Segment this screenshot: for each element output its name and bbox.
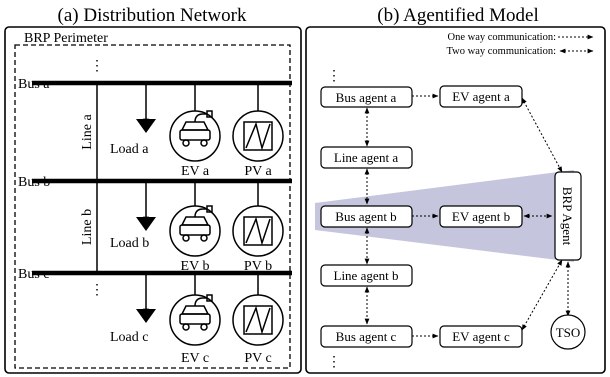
- line-agent-b-box: [320, 264, 413, 287]
- ev-charger-icon: [169, 110, 221, 162]
- line-agent-a-box: [320, 146, 413, 169]
- ellipsis-top: ⋮: [90, 59, 104, 74]
- line-agent-b-label: Line agent b: [334, 268, 399, 283]
- car-plug-icon: [179, 294, 213, 331]
- brp-perimeter-box: [14, 44, 291, 369]
- car-plug-icon: [179, 110, 213, 147]
- agent-ellipsis-bottom: ⋮: [327, 355, 341, 370]
- ev-label-c: EV c: [181, 351, 209, 366]
- panel-b-frame: [305, 26, 606, 374]
- panel-agentified-model: (b) Agentified Model One way communicati…: [305, 5, 606, 374]
- pv-inverter-icon: [232, 294, 284, 346]
- ev-agent-c-label: EV agent c: [452, 329, 510, 344]
- bus-agent-a-label: Bus agent a: [336, 90, 397, 105]
- panel-distribution-network: (a) Distribution Network BRP Perimeter B…: [4, 5, 302, 374]
- line-label-b: Line b: [80, 209, 95, 245]
- legend-two-way-label: Two way communication:: [447, 46, 557, 57]
- load-arrowhead-b: [136, 217, 156, 231]
- inverter-symbol-icon: [243, 121, 273, 151]
- car-plug-icon: [179, 205, 213, 242]
- ev-agent-b-box: [439, 205, 523, 228]
- ev-agent-a-box: [439, 85, 523, 108]
- link-ev-c-brp: [521, 259, 563, 331]
- ev-label-a: EV a: [181, 164, 210, 179]
- pv-inverter-icon: [232, 110, 284, 162]
- ev-label-b: EV b: [181, 259, 210, 274]
- panel-a-title: (a) Distribution Network: [58, 5, 247, 26]
- panel-b-title: (b) Agentified Model: [377, 5, 538, 26]
- pv-label-b: PV b: [244, 259, 272, 274]
- pv-label-c: PV c: [244, 351, 271, 366]
- agent-ellipsis-top: ⋮: [327, 69, 341, 84]
- inverter-symbol-icon: [243, 305, 273, 335]
- ellipsis-bottom: ⋮: [90, 283, 104, 298]
- bus-agent-b-label: Bus agent b: [335, 209, 396, 224]
- panel-a-frame: [4, 26, 302, 374]
- bus-agent-c-label: Bus agent c: [336, 329, 397, 344]
- link-ev-a-brp: [521, 97, 563, 173]
- load-label-b: Load b: [110, 236, 149, 251]
- bus-label-a: Bus a: [18, 77, 50, 92]
- bus-label-b: Bus b: [18, 175, 50, 190]
- load-arrowhead-c: [136, 309, 156, 323]
- ev-agent-c-box: [439, 325, 523, 348]
- load-label-a: Load a: [110, 142, 149, 157]
- ev-agent-b-label: EV agent b: [452, 209, 510, 224]
- brp-perimeter-label: BRP Perimeter: [24, 31, 108, 46]
- ev-agent-a-label: EV agent a: [452, 89, 510, 104]
- bus-agent-c-box: [320, 325, 413, 348]
- pv-label-a: PV a: [244, 164, 272, 179]
- pv-inverter-icon: [232, 205, 284, 257]
- load-label-c: Load c: [110, 330, 148, 345]
- bus-agent-a-box: [320, 86, 413, 108]
- bus-agent-b-box: [320, 205, 413, 228]
- legend-one-way-label: One way communication:: [448, 32, 557, 43]
- ev-charger-icon: [169, 294, 221, 346]
- load-arrowhead-a: [136, 119, 156, 133]
- inverter-symbol-icon: [243, 216, 273, 246]
- tso-label: TSO: [556, 325, 581, 340]
- line-label-a: Line a: [80, 114, 95, 150]
- brp-agent-label: BRP Agent: [560, 187, 575, 246]
- line-agent-a-label: Line agent a: [334, 150, 398, 165]
- bus-label-c: Bus c: [18, 267, 50, 282]
- ev-charger-icon: [169, 205, 221, 257]
- tso-node: [550, 314, 586, 350]
- brp-agent-box: [554, 171, 582, 261]
